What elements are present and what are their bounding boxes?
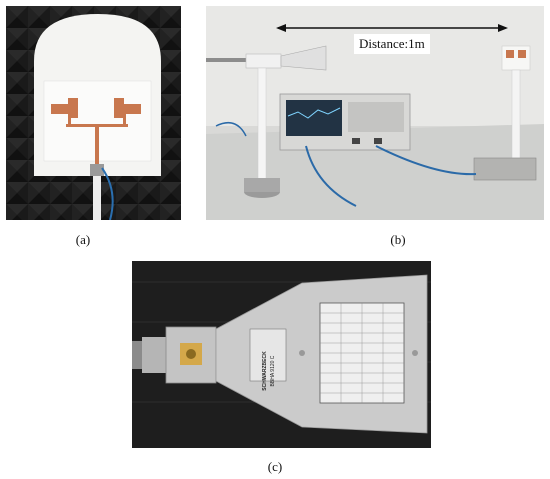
caption-c: (c) [267, 459, 283, 474]
horn-label-model: BBHA 9120 C [270, 355, 276, 387]
photo-horn-antenna: SCHWARZBECK BBHA 9120 C [132, 261, 431, 448]
photo-antenna-anechoic [6, 6, 181, 220]
caption-b: (b) [390, 232, 406, 247]
distance-label: Distance:1m [354, 34, 430, 54]
caption-a: (a) [75, 232, 91, 247]
photo-measurement-setup: Distance:1m [206, 6, 544, 220]
horn-label-brand: SCHWARZBECK [262, 351, 268, 391]
